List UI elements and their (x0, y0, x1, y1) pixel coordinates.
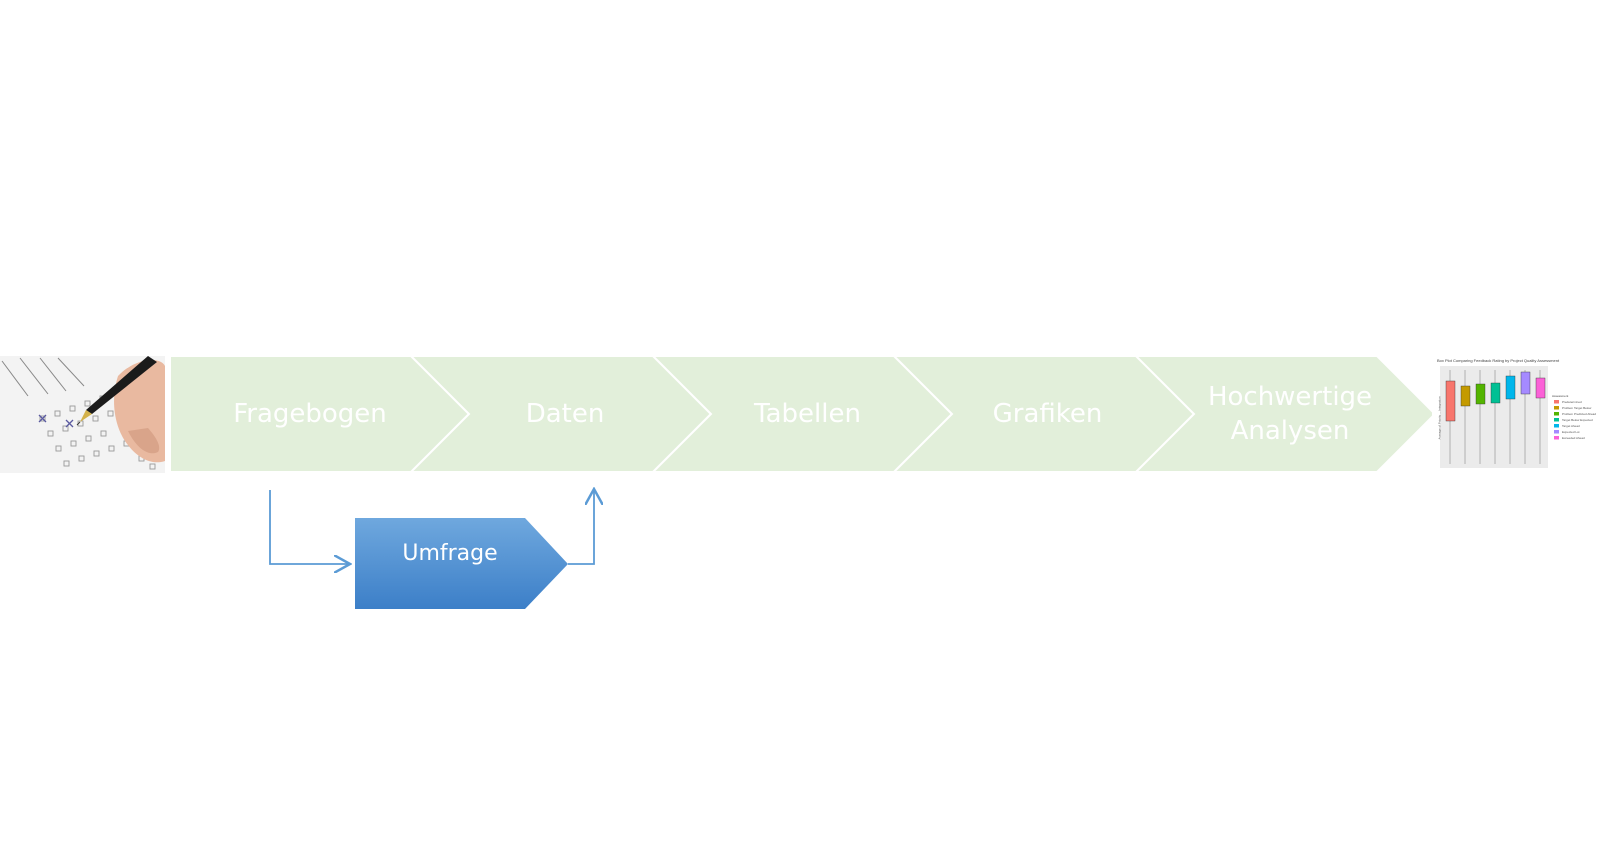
legend-swatch (1554, 436, 1559, 440)
umfrage-shape[interactable] (355, 518, 568, 609)
checklist-photo-svg (0, 356, 165, 473)
boxplot-thumbnail-svg (1432, 356, 1600, 473)
legend-item: Problem Target Below (1562, 406, 1592, 410)
step-label-analysen: Hochwertige Analysen (1190, 356, 1390, 472)
box (1490, 382, 1501, 404)
step-label-fragebogen: Fragebogen (233, 399, 387, 429)
box (1505, 375, 1516, 400)
legend-item: Expected Lot (1562, 430, 1580, 434)
step-label-analysen-line1: Hochwertige (1207, 382, 1373, 412)
legend-swatch (1554, 430, 1559, 434)
box (1460, 385, 1471, 407)
checklist-photo (0, 356, 165, 473)
connector-to-daten (568, 489, 594, 565)
boxplot-legend-title: Assessment (1552, 394, 1569, 398)
umfrage-label[interactable]: Umfrage (355, 509, 545, 597)
box (1475, 383, 1486, 405)
legend-item: Predetermined (1562, 400, 1582, 404)
legend-swatch (1554, 406, 1559, 410)
legend-swatch (1554, 412, 1559, 416)
legend-swatch (1554, 418, 1559, 422)
connector-to-umfrage (269, 490, 350, 564)
chevron-analysen (1133, 355, 1437, 473)
legend-swatch (1554, 400, 1559, 404)
boxplot-title: Box Plot Comparing Feedback Rating by Pr… (1437, 358, 1560, 363)
step-label-tabellen: Tabellen (754, 399, 861, 429)
step-label-analysen-line2: Analysen (1230, 416, 1350, 446)
box (1445, 380, 1456, 422)
boxplot-thumbnail: Box Plot Comparing Feedback Rating by Pr… (1432, 356, 1600, 473)
legend-item: Exceeded Ahead (1562, 436, 1585, 440)
box (1520, 371, 1531, 395)
umfrage-text: Umfrage (402, 540, 498, 566)
boxplot-ylabel: Average of Priority ... Integration (1437, 396, 1442, 440)
legend-swatch (1554, 424, 1559, 428)
step-label-grafiken: Grafiken (992, 399, 1103, 429)
legend-item: Problem Predicted Ahead (1562, 412, 1597, 416)
legend-item: Target Below Expected (1562, 418, 1593, 422)
box (1535, 377, 1546, 399)
step-label-daten: Daten (525, 399, 605, 429)
legend-item: Target Ahead (1562, 424, 1580, 428)
